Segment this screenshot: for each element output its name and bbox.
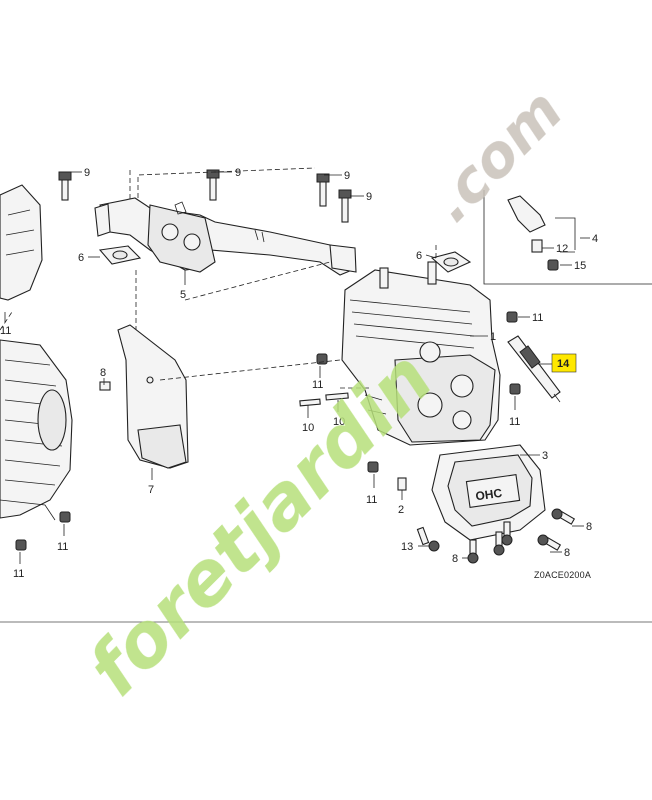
callout-11g: 11 <box>0 325 11 337</box>
cover-embossed-text: OHC <box>475 486 504 504</box>
callout-10b: 10 <box>333 416 345 428</box>
callout-11d: 11 <box>366 494 377 506</box>
callout-7: 7 <box>148 484 154 496</box>
callout-2: 2 <box>398 504 404 516</box>
callout-11b: 11 <box>312 379 323 391</box>
callout-9a: 9 <box>84 167 90 179</box>
callout-8a: 8 <box>100 367 106 379</box>
callout-9c: 9 <box>344 170 350 182</box>
cylinder-head <box>341 261 501 446</box>
callout-10a: 10 <box>302 422 314 434</box>
gasket-left <box>98 245 142 265</box>
watermark-domain: .com <box>417 76 576 235</box>
engine-block-partial <box>0 184 73 521</box>
callout-6a: 6 <box>78 252 84 264</box>
bolt-9-group <box>58 169 352 223</box>
callout-11c: 11 <box>509 416 520 428</box>
callout-9b: 9 <box>235 167 241 179</box>
callout-8c: 8 <box>564 547 570 559</box>
alignment-lines <box>129 167 437 389</box>
callout-6b: 6 <box>416 250 422 262</box>
callout-11a: 11 <box>532 312 543 324</box>
nut-11-group <box>15 311 521 551</box>
callout-14: 14 <box>557 358 570 370</box>
callout-13: 13 <box>401 541 413 553</box>
callout-8b: 8 <box>586 521 592 533</box>
diagram-code: Z0ACE0200A <box>534 570 591 580</box>
callout-labels: 9 9 9 9 6 6 5 1 11 11 11 11 11 11 11 8 <box>0 167 598 580</box>
callout-8d: 8 <box>452 553 458 565</box>
dowel-pin <box>397 477 407 491</box>
highlight-box-14 <box>551 353 577 373</box>
valve-cover: OHC <box>431 444 546 541</box>
callout-1: 1 <box>490 331 496 343</box>
gasket-right <box>430 251 472 273</box>
callout-12: 12 <box>556 243 568 255</box>
callout-11f: 11 <box>57 541 68 553</box>
callout-15: 15 <box>574 260 586 272</box>
stud-10-group <box>299 392 349 407</box>
callout-11e: 11 <box>13 568 24 580</box>
callout-5: 5 <box>180 289 186 301</box>
callout-9d: 9 <box>366 191 372 203</box>
cover-bolt-group <box>416 508 576 564</box>
inset-breather-detail <box>483 190 652 285</box>
pipe-assembly <box>94 197 357 276</box>
callout-4: 4 <box>592 233 598 245</box>
heat-shield <box>99 324 189 469</box>
spark-plug <box>507 335 561 403</box>
callout-3: 3 <box>542 450 548 462</box>
